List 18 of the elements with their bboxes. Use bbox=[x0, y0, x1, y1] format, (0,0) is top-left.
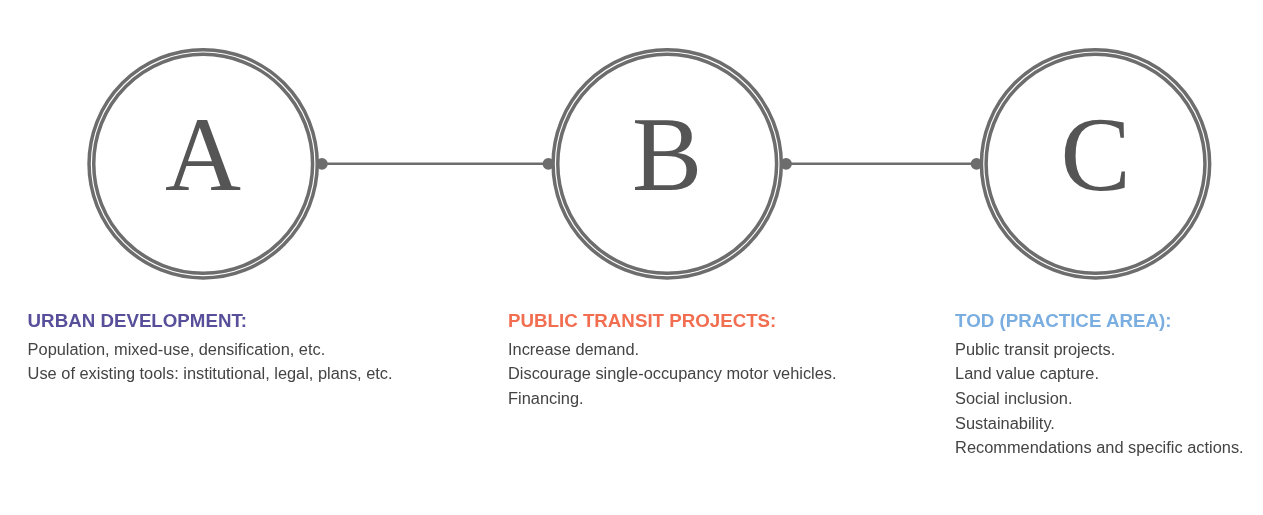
node-label: TOD (PRACTICE AREA): bbox=[955, 309, 1172, 331]
node-label: Recommendations and specific actions. bbox=[955, 437, 1244, 456]
connector bbox=[780, 157, 983, 170]
node-label: Public transit projects. bbox=[955, 339, 1116, 358]
node-label: Financing. bbox=[508, 388, 584, 407]
node-label: URBAN DEVELOPMENT: bbox=[27, 309, 248, 331]
connector bbox=[316, 157, 555, 170]
node-label: Use of existing tools: institutional, legal, plans, etc. bbox=[27, 363, 393, 382]
node-label: Population, mixed-use, densification, etc. bbox=[27, 339, 326, 358]
node-label: PUBLIC TRANSIT PROJECTS: bbox=[508, 309, 777, 331]
node-label: Increase demand. bbox=[508, 339, 640, 358]
node-label: Sustainability. bbox=[955, 413, 1055, 432]
node-circle: A bbox=[87, 47, 320, 280]
node-circle: C bbox=[979, 47, 1212, 280]
node-label: Land value capture. bbox=[955, 363, 1099, 382]
node-label: Social inclusion. bbox=[955, 388, 1073, 407]
node-label: Discourage single-occupancy motor vehicles. bbox=[508, 363, 837, 382]
node-circle: B bbox=[551, 47, 784, 280]
